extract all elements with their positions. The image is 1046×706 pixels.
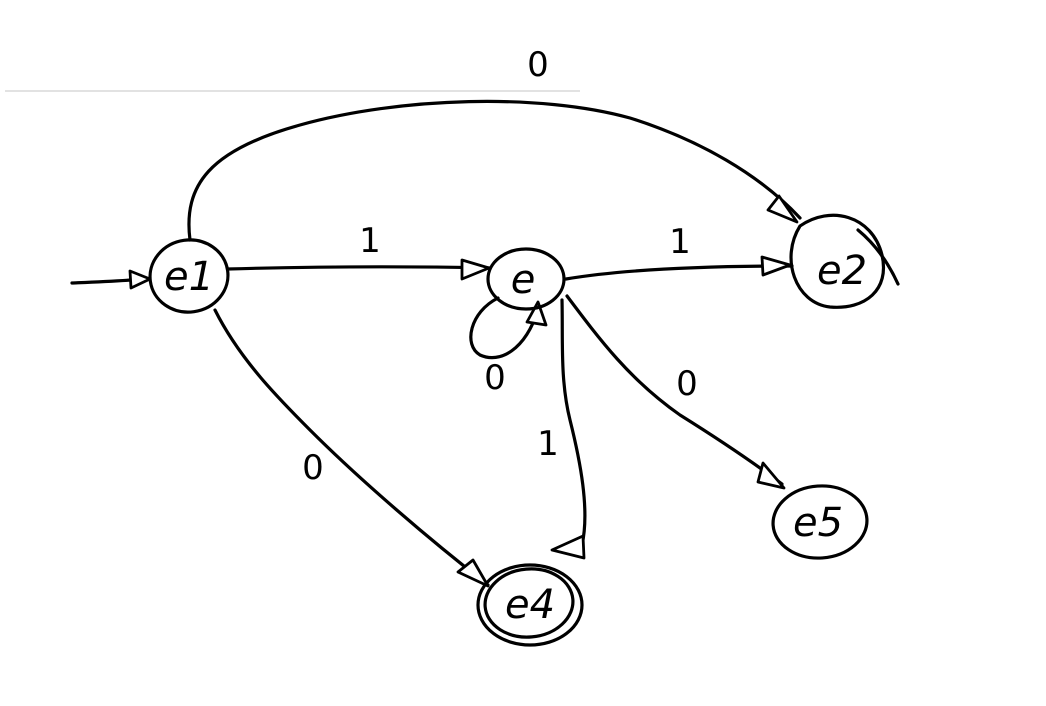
state-e2-label: e2 — [817, 248, 867, 294]
edge-e-e5-arrowhead — [756, 461, 786, 490]
edge-e-e4-label: 1 — [537, 424, 559, 464]
state-e1-label: e1 — [164, 254, 214, 300]
edge-e-e2-arrowhead — [760, 255, 792, 277]
edge-e1-e4 — [213, 308, 490, 587]
state-e1: e1 — [148, 238, 230, 314]
state-e-label: e — [511, 257, 536, 303]
edge-e1-e-label: 1 — [359, 221, 381, 261]
start-arrowhead — [128, 269, 152, 290]
edge-e1-e2-label: 0 — [527, 45, 549, 85]
state-e4-label: e4 — [505, 582, 555, 628]
edge-e1-e-arrowhead — [460, 258, 491, 281]
state-e5: e5 — [771, 484, 869, 560]
edge-e1-e2-arrowhead — [766, 194, 799, 224]
edge-e1-e4-arrowhead — [456, 558, 490, 588]
edge-e-e5-label: 0 — [676, 364, 698, 404]
edge-e-e2-label: 1 — [669, 222, 691, 262]
state-e4: e4 — [476, 563, 584, 647]
edge-e-e2 — [564, 264, 794, 281]
state-e2: e2 — [789, 213, 900, 309]
edge-e-self-loop-arrowhead — [525, 300, 548, 327]
edge-e1-e4-label: 0 — [302, 448, 324, 488]
state-e: e — [486, 247, 566, 311]
edge-e-e4 — [560, 298, 587, 547]
edge-e-e4-arrowhead — [550, 534, 586, 560]
edge-e1-e2 — [187, 99, 802, 242]
edge-e1-e — [226, 265, 492, 271]
state-e5-label: e5 — [793, 500, 843, 546]
edge-e-self-loop-label: 0 — [484, 358, 506, 398]
edge-e-self-loop — [469, 296, 540, 360]
state-e2-slash — [856, 228, 900, 286]
edge-e-e5 — [565, 294, 784, 486]
